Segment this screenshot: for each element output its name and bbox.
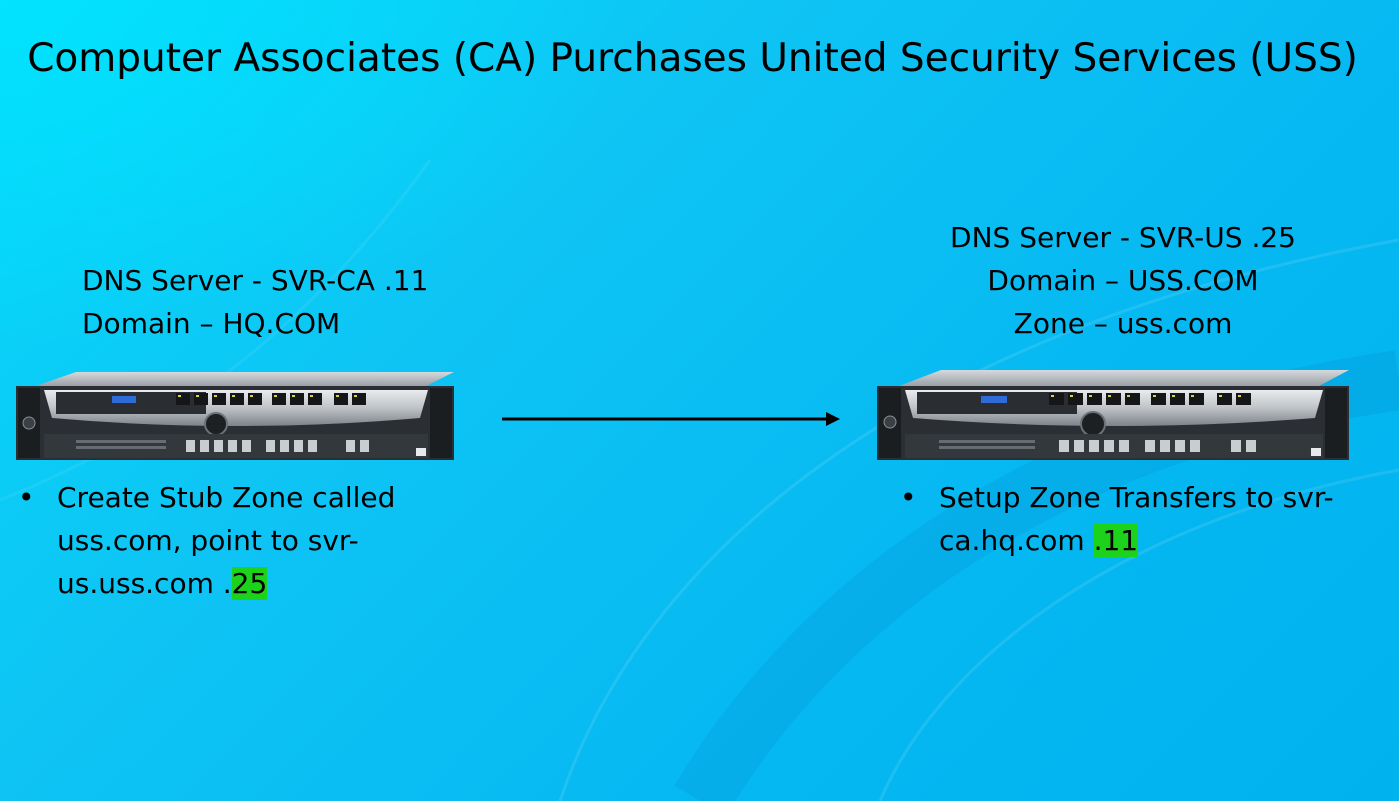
note-line-text: Create Stub Zone called xyxy=(57,481,396,514)
rack-server-icon xyxy=(877,370,1349,460)
right-server-name: DNS Server - SVR-US .25 xyxy=(950,221,1296,254)
bullet-marker: • xyxy=(900,481,917,514)
note-line: ca.hq.com .11 xyxy=(939,519,1334,562)
left-server-name: DNS Server - SVR-CA .11 xyxy=(82,264,429,297)
left-server-note-text: Create Stub Zone called uss.com, point t… xyxy=(57,476,395,605)
note-line-text: uss.com, point to svr- xyxy=(57,524,359,557)
note-line: Setup Zone Transfers to svr- xyxy=(939,476,1334,519)
arrow-right-icon xyxy=(502,412,840,426)
highlighted-ip-suffix: .11 xyxy=(1093,524,1139,557)
bullet-marker: • xyxy=(18,481,35,514)
left-server-domain: Domain – HQ.COM xyxy=(82,307,341,340)
right-server-note-text: Setup Zone Transfers to svr- ca.hq.com .… xyxy=(939,476,1334,562)
highlighted-ip-suffix: 25 xyxy=(231,567,268,600)
right-server-label: DNS Server - SVR-US .25 Domain – USS.COM… xyxy=(900,216,1346,345)
right-server-zone: Zone – uss.com xyxy=(1013,307,1233,340)
left-server-label: DNS Server - SVR-CA .11 Domain – HQ.COM xyxy=(82,259,428,345)
right-server-domain: Domain – USS.COM xyxy=(987,264,1259,297)
note-line: us.uss.com .25 xyxy=(57,562,395,605)
rack-server-icon xyxy=(16,372,454,460)
note-line-text: us.uss.com . xyxy=(57,567,232,600)
note-line: uss.com, point to svr- xyxy=(57,519,395,562)
note-line: Create Stub Zone called xyxy=(57,476,395,519)
note-line-text: ca.hq.com xyxy=(939,524,1094,557)
note-line-text: Setup Zone Transfers to svr- xyxy=(939,481,1334,514)
slide-title: Computer Associates (CA) Purchases Unite… xyxy=(27,36,1358,81)
